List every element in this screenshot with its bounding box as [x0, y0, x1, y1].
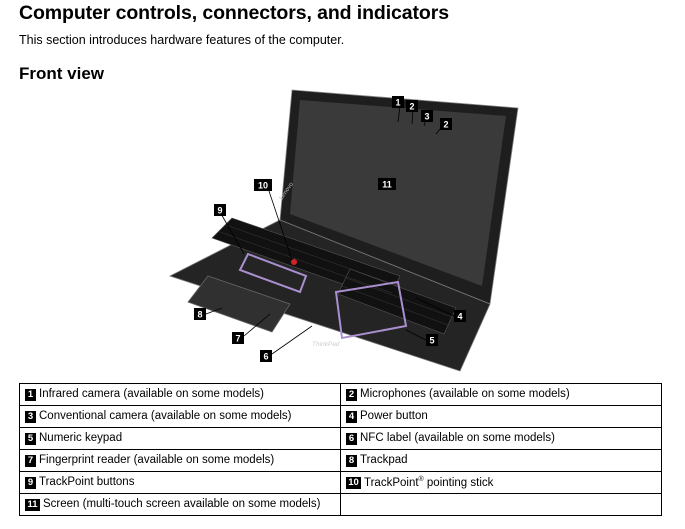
callout-8: 8: [194, 308, 206, 320]
callout-1: 1: [392, 96, 404, 108]
svg-text:4: 4: [457, 312, 462, 322]
callout-9: 9: [214, 204, 226, 216]
front-view-heading: Front view: [19, 64, 105, 83]
callout-6: 6: [260, 350, 272, 362]
svg-text:6: 6: [263, 352, 268, 362]
svg-text:2: 2: [409, 102, 414, 112]
svg-text:10: 10: [258, 181, 268, 191]
svg-text:9: 9: [217, 206, 222, 216]
svg-text:8: 8: [197, 310, 202, 320]
legend-cell-empty: [340, 493, 662, 516]
svg-text:2: 2: [443, 120, 448, 130]
laptop-front-view-illustration: Lenovo ThinkPad 1 2 3 2 11 10: [168, 89, 519, 372]
svg-text:7: 7: [235, 334, 240, 344]
callout-11: 11: [378, 178, 396, 190]
callout-10: 10: [254, 179, 272, 191]
svg-text:1: 1: [395, 98, 400, 108]
svg-text:3: 3: [424, 112, 429, 122]
callout-3: 3: [421, 110, 433, 122]
svg-text:5: 5: [429, 336, 434, 346]
callout-2b: 2: [440, 118, 452, 130]
section-intro: This section introduces hardware feature…: [19, 33, 345, 47]
callout-2a: 2: [406, 100, 418, 112]
svg-text:11: 11: [382, 180, 392, 190]
callout-7: 7: [232, 332, 244, 344]
callout-5: 5: [426, 334, 438, 346]
callout-4: 4: [454, 310, 466, 322]
base-brand-label: ThinkPad: [312, 341, 340, 348]
section-title: Computer controls, connectors, and indic…: [19, 2, 449, 24]
